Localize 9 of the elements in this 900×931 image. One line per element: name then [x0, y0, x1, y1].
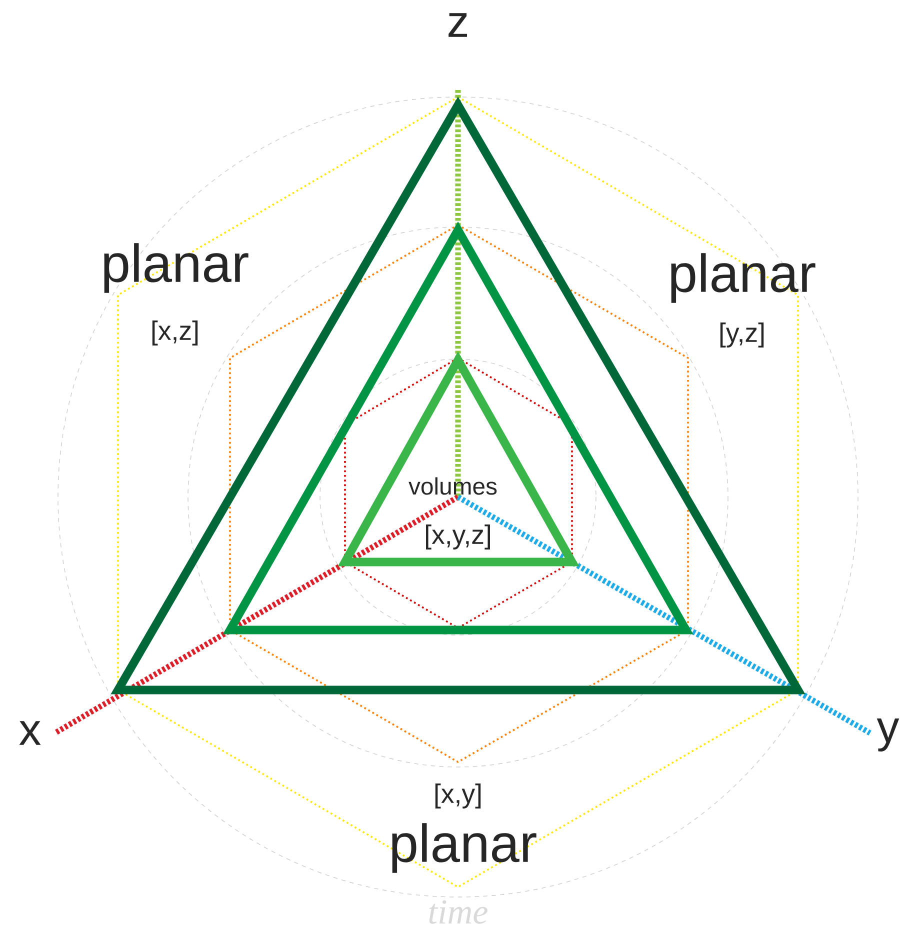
axis-label: x: [19, 721, 41, 745]
axis-label: y: [876, 718, 900, 752]
plane-label: planar: [392, 823, 536, 873]
axis-label: z: [448, 13, 467, 37]
coordinate-label: [y,z]: [720, 322, 764, 348]
volume-label: volumes: [408, 477, 497, 495]
coordinate-label: [x,y]: [435, 784, 481, 808]
coordinate-label: [x,z]: [152, 320, 198, 346]
coordinate-label: [x,y,z]: [426, 524, 490, 550]
